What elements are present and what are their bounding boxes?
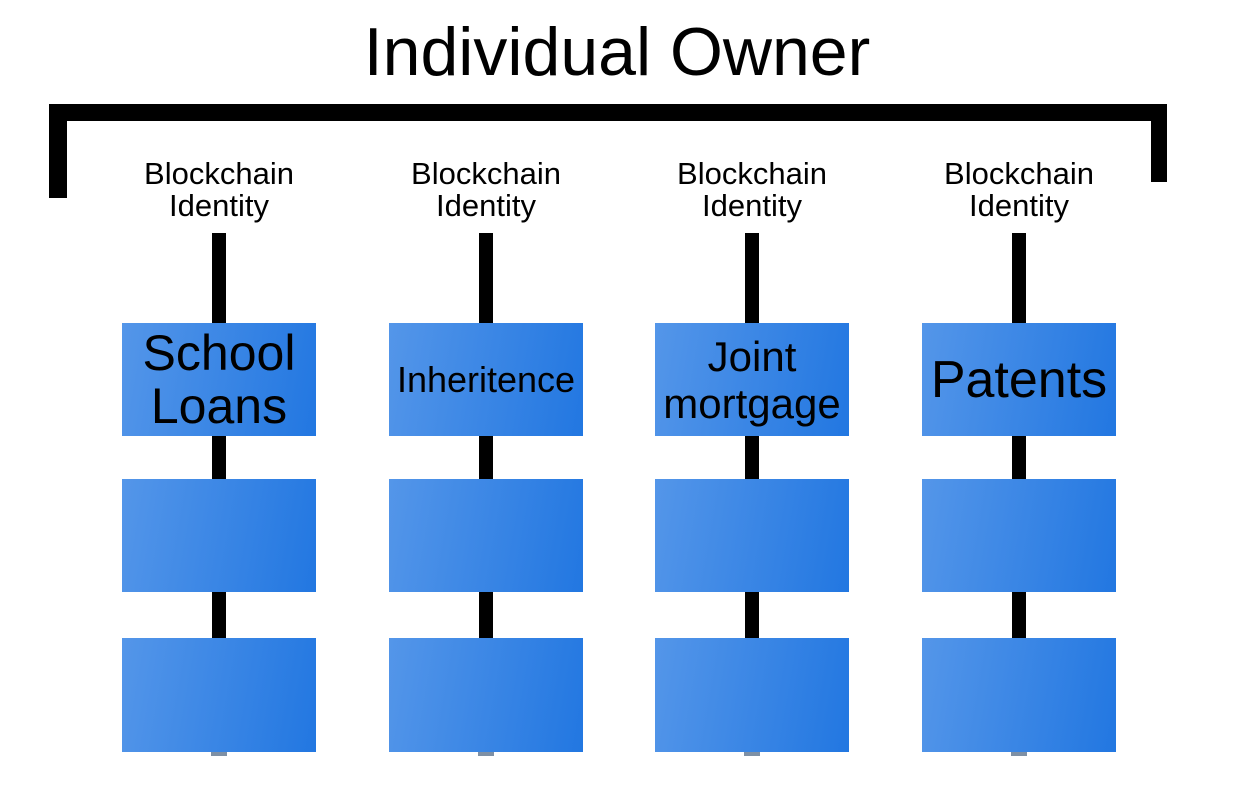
blockchain-identity-label: Blockchain Identity [411, 156, 561, 223]
connector-line [212, 436, 226, 479]
box-label: School Loans [142, 324, 296, 434]
column-school-loans: Blockchain Identity School Loans [122, 158, 316, 758]
box-label: Inheritence [396, 358, 576, 400]
bracket-left-leg [49, 104, 67, 198]
empty-box [922, 479, 1116, 592]
box-patents: Patents [922, 323, 1116, 436]
connector-stub [211, 752, 227, 756]
box-inheritence: Inheritence [389, 323, 583, 436]
connector-line [212, 233, 226, 323]
connector-line [1012, 436, 1026, 479]
connector-stub [478, 752, 494, 756]
blockchain-identity-label: Blockchain Identity [144, 156, 294, 223]
empty-box [655, 638, 849, 752]
connector-line [745, 436, 759, 479]
empty-box [655, 479, 849, 592]
connector-line [212, 592, 226, 638]
box-joint-mortgage: Joint mortgage [655, 323, 849, 436]
column-joint-mortgage: Blockchain Identity Joint mortgage [655, 158, 849, 758]
blockchain-identity-label: Blockchain Identity [677, 156, 827, 223]
column-patents: Blockchain Identity Patents [922, 158, 1116, 758]
connector-line [479, 233, 493, 323]
connector-line [745, 592, 759, 638]
blockchain-identity-label: Blockchain Identity [944, 156, 1094, 223]
column-inheritence: Blockchain Identity Inheritence [389, 158, 583, 758]
empty-box [389, 479, 583, 592]
empty-box [389, 638, 583, 752]
diagram-title: Individual Owner [363, 14, 871, 90]
connector-line [479, 436, 493, 479]
empty-box [122, 638, 316, 752]
connector-stub [744, 752, 760, 756]
empty-box [122, 479, 316, 592]
bracket-right-leg [1151, 104, 1167, 182]
connector-stub [1011, 752, 1027, 756]
connector-line [1012, 592, 1026, 638]
empty-box [922, 638, 1116, 752]
bracket-horizontal-bar [49, 104, 1167, 121]
box-label: Joint mortgage [663, 332, 841, 427]
connector-line [479, 592, 493, 638]
connector-line [1012, 233, 1026, 323]
box-label: Patents [930, 350, 1108, 409]
box-school-loans: School Loans [122, 323, 316, 436]
connector-line [745, 233, 759, 323]
